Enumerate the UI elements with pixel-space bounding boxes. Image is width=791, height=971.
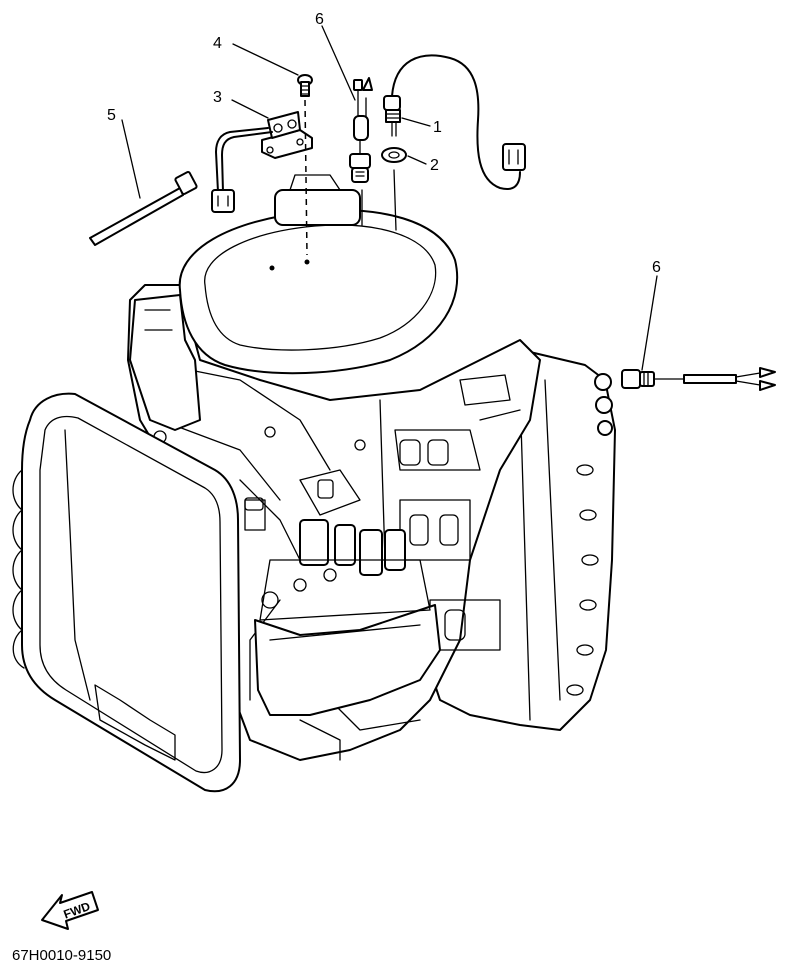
part-6-sensor-right [621, 367, 776, 391]
part-5-cable-tie [89, 171, 198, 246]
part-2-washer [381, 147, 407, 163]
part-6-thermoswitch-top [349, 77, 373, 183]
flywheel-cover [178, 209, 459, 375]
screw-axis [304, 99, 308, 256]
callout-6-right: 6 [652, 259, 661, 276]
part-3-sensor [211, 111, 313, 213]
part-4-screw [297, 74, 313, 97]
callout-1: 1 [433, 119, 442, 136]
side-bracket [129, 294, 201, 431]
lower-housing [254, 604, 441, 716]
callout-labels: 1 2 3 4 5 6 6 [107, 11, 661, 276]
silencer-cover [12, 392, 241, 793]
washer-guide [393, 169, 397, 231]
flywheel-boss [274, 189, 361, 226]
flange-bolts [519, 373, 613, 721]
drawing-code: 67H0010-9150 [12, 947, 111, 964]
callout-2: 2 [430, 157, 439, 174]
callout-4: 4 [213, 35, 222, 52]
callout-5: 5 [107, 107, 116, 124]
part-1-fitting [383, 54, 526, 190]
callout-6-top: 6 [315, 11, 324, 28]
fwd-arrow-icon: FWD [41, 891, 99, 930]
carburetor-cluster [244, 479, 431, 621]
callout-3: 3 [213, 89, 222, 106]
leader-lines [121, 25, 658, 371]
